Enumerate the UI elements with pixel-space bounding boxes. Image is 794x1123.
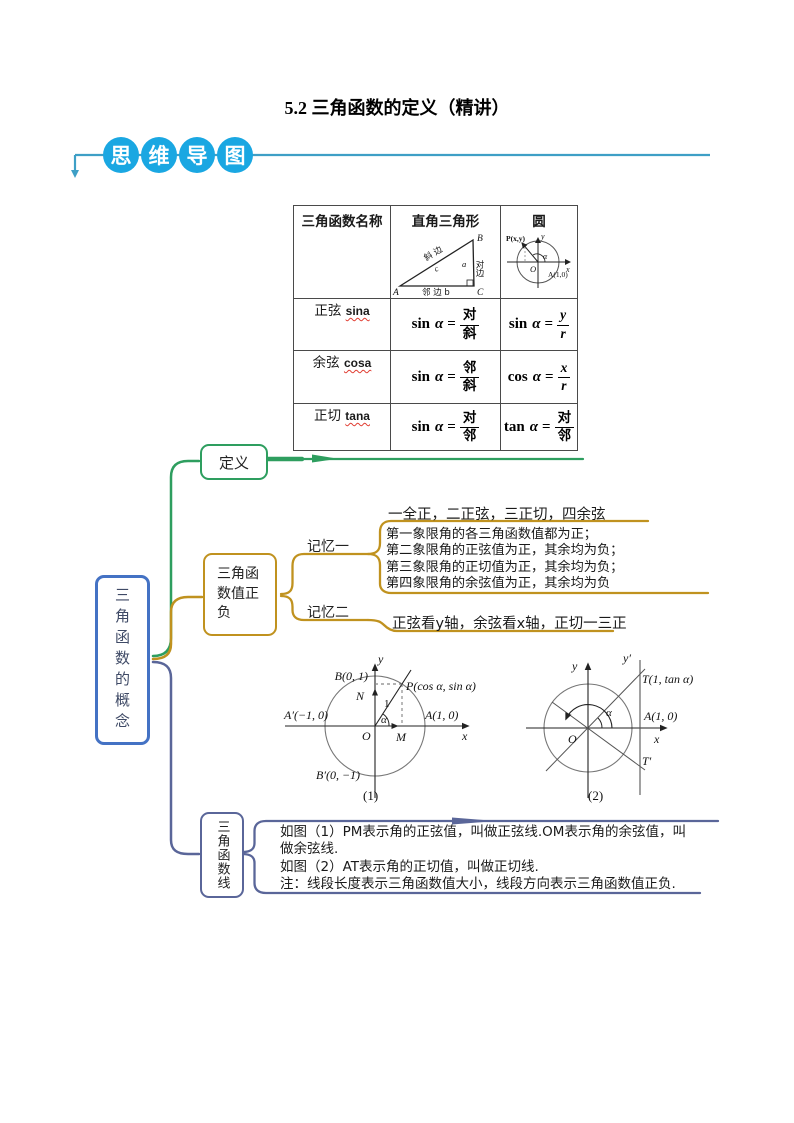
page-title: 5.2 三角函数的定义（精讲） [284, 98, 510, 118]
point-P-label: P(x,y) [506, 234, 525, 243]
banner-char: 维 [141, 137, 177, 173]
row-tangent-name: 正切 tana [293, 403, 391, 451]
unit-circle-diagram: P(x,y) y x O α A(1,0) [506, 232, 571, 288]
memory2-rule-text: 正弦看y轴，余弦看x轴，正切一三正 [392, 616, 627, 632]
bracket-memory1 [279, 552, 370, 596]
fig1-caption: (1) [363, 788, 378, 803]
row-cosine-name: 余弦 cosa [293, 350, 391, 404]
tangent-cn: 正切 [314, 408, 341, 424]
branch-line-sign [151, 595, 204, 661]
down-arrow-icon [71, 170, 79, 178]
tangent-en: tana [345, 409, 370, 423]
row-sine-name: 正弦 sina [293, 298, 391, 351]
banner-char: 图 [217, 137, 253, 173]
fig2-alpha-label: α [606, 707, 612, 719]
fig1-origin-label: O [362, 729, 371, 743]
fig2-T-label: T(1, tan α) [642, 672, 693, 686]
banner-char: 思 [103, 137, 139, 173]
fig1-N-label: N [355, 689, 365, 703]
x-axis-label: x [565, 265, 570, 274]
trig-lines-text-line: 做余弦线. [280, 841, 339, 858]
green-chevron-icon [312, 454, 338, 463]
quadrant-rule-line: 第四象限角的余弦值为正，其余均为负 [386, 575, 611, 591]
side-a-label: a [462, 259, 466, 269]
col-header-circle: 圆 [532, 214, 546, 230]
definition-table: 三角函数名称 直角三角形 斜 边 c a 对边 邻 边 b A B C 圆 [293, 205, 578, 451]
col-header-triangle: 直角三角形 [411, 214, 480, 230]
origin-label: O [530, 264, 536, 274]
quadrant-rule-line: 第二象限角的正弦值为正，其余均为负； [386, 543, 624, 559]
cosine-en: cosa [343, 356, 372, 370]
trig-lines-text-line: 注：线段长度表示三角函数值大小，线段方向表示三角函数值正负. [280, 876, 676, 893]
fig1-x-axis-label: x [461, 729, 468, 743]
cosine-cn: 余弦 [312, 355, 340, 371]
quadrant-rule-line: 第一象限角的各三角函数值都为正； [386, 527, 597, 542]
vertex-B-label: B [477, 234, 483, 244]
fig1-y-axis-label: y [377, 652, 384, 666]
fig2-y-prime-label: y′ [622, 651, 631, 665]
fig1-A-neg-label: A′(−1, 0) [283, 708, 328, 722]
label-memory1: 记忆一 [307, 539, 349, 555]
col-header-name: 三角函数名称 [301, 214, 383, 230]
vertex-C-label: C [477, 288, 484, 298]
node-sign-values: 三角函数值正负 [203, 553, 277, 636]
fig1-A-label: A(1, 0) [424, 708, 458, 722]
fig1-alpha-label: α [381, 714, 387, 726]
side-c-label: c [431, 263, 440, 274]
quadrant-rules-block: 第一象限角的各三角函数值都为正； 第二象限角的正弦值为正，其余均为负； 第三象限… [386, 527, 623, 592]
alpha-label: α [543, 252, 548, 261]
node-definition: 定义 [200, 444, 268, 480]
fig1-P-label: P(cos α, sin α) [405, 679, 476, 693]
fig2-y-axis-label: y [571, 659, 578, 673]
branch-line-definition [151, 459, 201, 658]
quadrant-rule-line: 第三象限角的正切值为正，其余均为负； [386, 559, 624, 575]
fig2-A-label: A(1, 0) [643, 709, 677, 723]
y-axis-label: y [540, 232, 545, 241]
label-memory2: 记忆二 [307, 605, 349, 621]
fig2-x-axis-label: x [653, 732, 660, 746]
point-A-label: A(1,0) [548, 270, 568, 279]
trig-lines-text-line: 如图（1）PM表示角的正弦值，叫做正弦线.OM表示角的余弦值，叫 [280, 824, 686, 840]
node-trig-lines: 三角函数线 [200, 812, 244, 898]
branch-line-trig-lines [151, 660, 201, 856]
banner-char: 导 [179, 137, 215, 173]
root-node-trig-concept: 三角函数的概念 [95, 575, 150, 745]
fig2-origin-label: O [568, 732, 577, 746]
node-sign-label: 三角函数值正负 [217, 566, 259, 622]
vertex-A-label: A [392, 288, 399, 298]
sine-cn: 正弦 [314, 303, 342, 319]
fig2-caption: (2) [588, 788, 603, 803]
adjacent-label: 邻 边 b [422, 287, 450, 298]
trig-lines-text-line: 如图（2）AT表示角的正切值，叫做正切线. [280, 858, 539, 875]
opposite-label: 对边 [474, 259, 484, 278]
trig-lines-textblock: 如图（1）PM表示角的正弦值，叫做正弦线.OM表示角的余弦值，叫 做余弦线. 如… [280, 824, 686, 894]
fig2-T-prime-label: T′ [642, 754, 652, 768]
fig1-B-label: B(0, 1) [335, 669, 368, 683]
fig1-B-neg-label: B′(0, −1) [316, 768, 360, 782]
right-triangle-diagram: 斜 边 c a 对边 邻 边 b A B C [392, 234, 484, 298]
rule-summary-text: 一全正，二正弦，三正切，四余弦 [388, 507, 606, 523]
figure-2-tangent-line: y y′ x O α T(1, tan α) A(1, 0) T′ (2) [526, 651, 693, 803]
mindmap-banner: 思 维 导 图 [103, 137, 253, 173]
fig1-M-label: M [395, 730, 407, 744]
figure-1-unit-circle: y x O M N 1 α B(0, 1) A′(−1, 0) A(1, 0) … [283, 652, 476, 803]
fig1-radius-label: 1 [384, 698, 390, 710]
sine-en: sina [345, 304, 370, 318]
